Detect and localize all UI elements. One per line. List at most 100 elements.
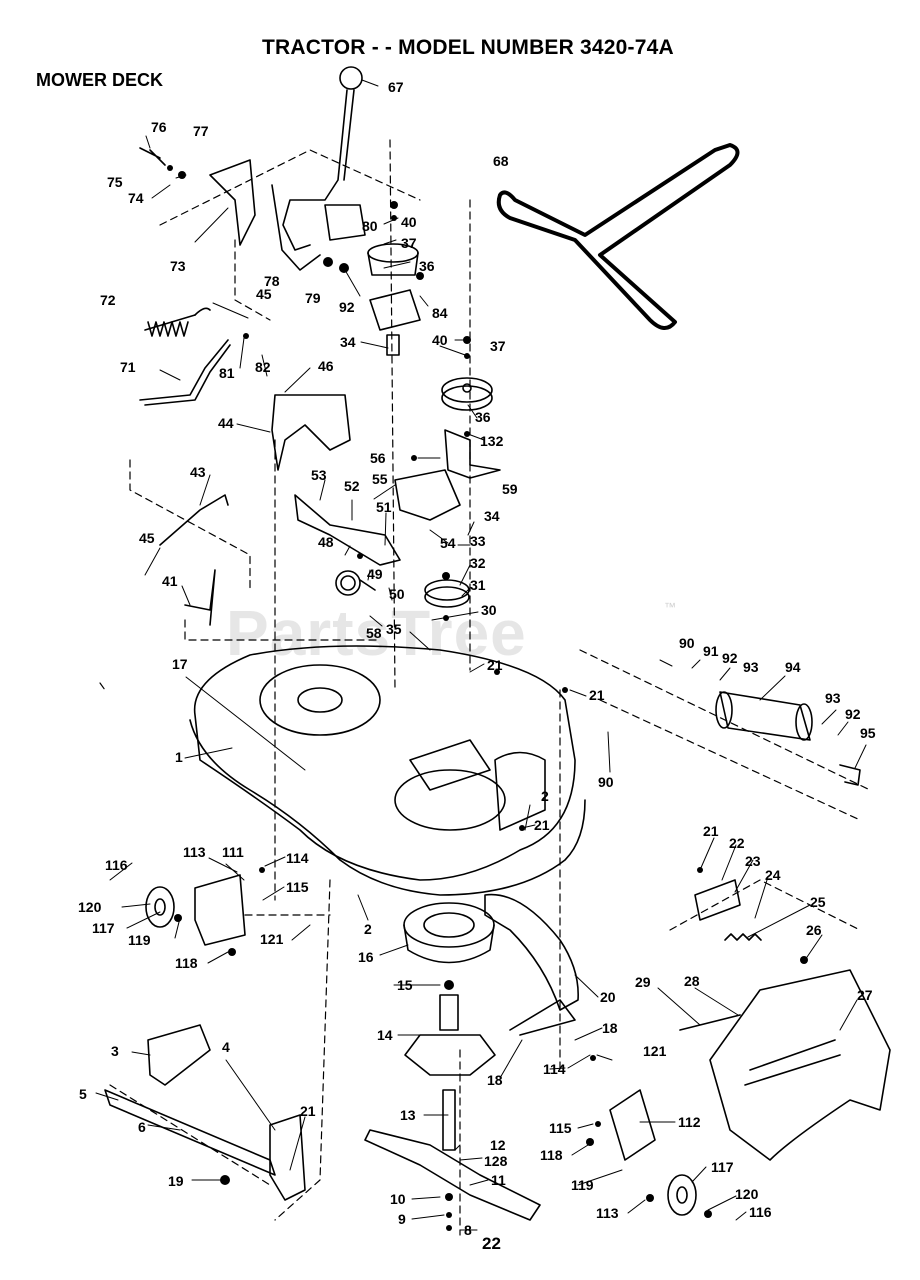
- part-label-45: 45: [256, 286, 272, 302]
- part-label-14: 14: [377, 1027, 393, 1043]
- part-label-75: 75: [107, 174, 123, 190]
- part-label-46: 46: [318, 358, 334, 374]
- part-label-21b: 21: [589, 687, 605, 703]
- part-label-34: 34: [340, 334, 356, 350]
- part-label-35: 35: [386, 621, 402, 637]
- part-label-44: 44: [218, 415, 234, 431]
- section-title: MOWER DECK: [36, 70, 163, 90]
- part-label-58: 58: [366, 625, 382, 641]
- bracket-77: [139, 147, 256, 246]
- part-label-114a: 114: [286, 850, 309, 866]
- part-label-26: 26: [806, 922, 822, 938]
- upper-pulley-stack: [367, 243, 421, 356]
- part-label-92: 92: [339, 299, 355, 315]
- part-label-50: 50: [389, 586, 405, 602]
- part-label-93a: 93: [743, 659, 759, 675]
- part-label-116a: 116: [105, 857, 128, 873]
- spring-58: [335, 570, 376, 596]
- assembly-dash-lines: [99, 139, 871, 1236]
- bracket-53: [294, 494, 401, 566]
- gauge-wheel-right: [609, 1089, 697, 1216]
- part-label-40b: 40: [432, 332, 448, 348]
- part-label-3: 3: [111, 1043, 119, 1059]
- part-label-5: 5: [79, 1086, 87, 1102]
- part-label-34b: 34: [484, 508, 500, 524]
- part-label-18a: 18: [602, 1020, 618, 1036]
- trademark-symbol: ™: [664, 600, 676, 614]
- part-label-79: 79: [305, 290, 321, 306]
- part-label-77: 77: [193, 123, 209, 139]
- spindle-14: [404, 994, 496, 1151]
- mower-deck-housing: [189, 645, 586, 896]
- part-label-76: 76: [151, 119, 167, 135]
- part-label-37b: 37: [490, 338, 506, 354]
- part-label-11: 11: [491, 1172, 506, 1188]
- part-label-117a: 117: [92, 920, 115, 936]
- part-label-17: 17: [172, 656, 188, 672]
- part-label-115a: 115: [286, 879, 309, 895]
- part-label-128: 128: [484, 1153, 508, 1169]
- part-label-113a: 113: [183, 844, 206, 860]
- part-label-36b: 36: [475, 409, 491, 425]
- part-label-120a: 120: [78, 899, 102, 915]
- part-label-119a: 119: [128, 932, 151, 948]
- part-label-29: 29: [635, 974, 651, 990]
- part-label-21a: 21: [487, 657, 503, 673]
- part-label-33: 33: [470, 533, 486, 549]
- lift-lever-assembly: [271, 66, 366, 271]
- part-label-23: 23: [745, 853, 761, 869]
- page-title: TRACTOR - - MODEL NUMBER 3420-74A: [262, 36, 674, 59]
- part-label-92b: 92: [722, 650, 738, 666]
- part-label-9: 9: [398, 1211, 406, 1227]
- part-label-117b: 117: [711, 1159, 734, 1175]
- part-label-80: 80: [362, 218, 378, 234]
- part-label-67: 67: [388, 79, 404, 95]
- part-label-45b: 45: [139, 530, 155, 546]
- baffle-20: [484, 893, 579, 1011]
- part-label-54: 54: [440, 535, 456, 551]
- part-label-56: 56: [370, 450, 386, 466]
- part-label-15: 15: [397, 977, 413, 993]
- part-label-93b: 93: [825, 690, 841, 706]
- spindle-shield-16: [403, 902, 495, 964]
- part-label-112: 112: [678, 1114, 701, 1130]
- part-label-10: 10: [390, 1191, 406, 1207]
- part-label-8: 8: [464, 1222, 472, 1238]
- part-label-74: 74: [128, 190, 144, 206]
- part-label-48: 48: [318, 534, 334, 550]
- part-label-114b: 114: [543, 1061, 566, 1077]
- drive-belt: [496, 143, 740, 330]
- part-label-59: 59: [502, 481, 518, 497]
- part-label-30: 30: [481, 602, 497, 618]
- spring-72: [144, 307, 211, 337]
- part-label-12: 12: [490, 1137, 506, 1153]
- part-label-81: 81: [219, 365, 235, 381]
- part-label-52: 52: [344, 478, 360, 494]
- part-label-120b: 120: [735, 1186, 759, 1202]
- blade-11: [364, 1129, 541, 1221]
- part-label-51: 51: [376, 499, 392, 515]
- part-label-71: 71: [120, 359, 136, 375]
- rod-71: [139, 339, 229, 401]
- part-label-21c: 21: [534, 817, 550, 833]
- rod-41: [184, 569, 216, 626]
- part-label-25: 25: [810, 894, 826, 910]
- part-label-55: 55: [372, 471, 388, 487]
- part-label-119b: 119: [571, 1177, 594, 1193]
- part-label-118a: 118: [175, 955, 198, 971]
- part-label-82: 82: [255, 359, 271, 375]
- part-label-13: 13: [400, 1107, 416, 1123]
- part-label-21d: 21: [703, 823, 719, 839]
- part-label-73: 73: [170, 258, 186, 274]
- part-label-20: 20: [600, 989, 616, 1005]
- part-label-92c: 92: [845, 706, 861, 722]
- part-label-18b: 18: [487, 1072, 503, 1088]
- part-label-78: 78: [264, 273, 280, 289]
- part-label-24: 24: [765, 867, 781, 883]
- part-label-1: 1: [175, 749, 183, 765]
- hardware-parts: [167, 165, 808, 1231]
- part-label-40: 40: [401, 214, 417, 230]
- part-label-6: 6: [138, 1119, 146, 1135]
- part-label-32: 32: [470, 555, 486, 571]
